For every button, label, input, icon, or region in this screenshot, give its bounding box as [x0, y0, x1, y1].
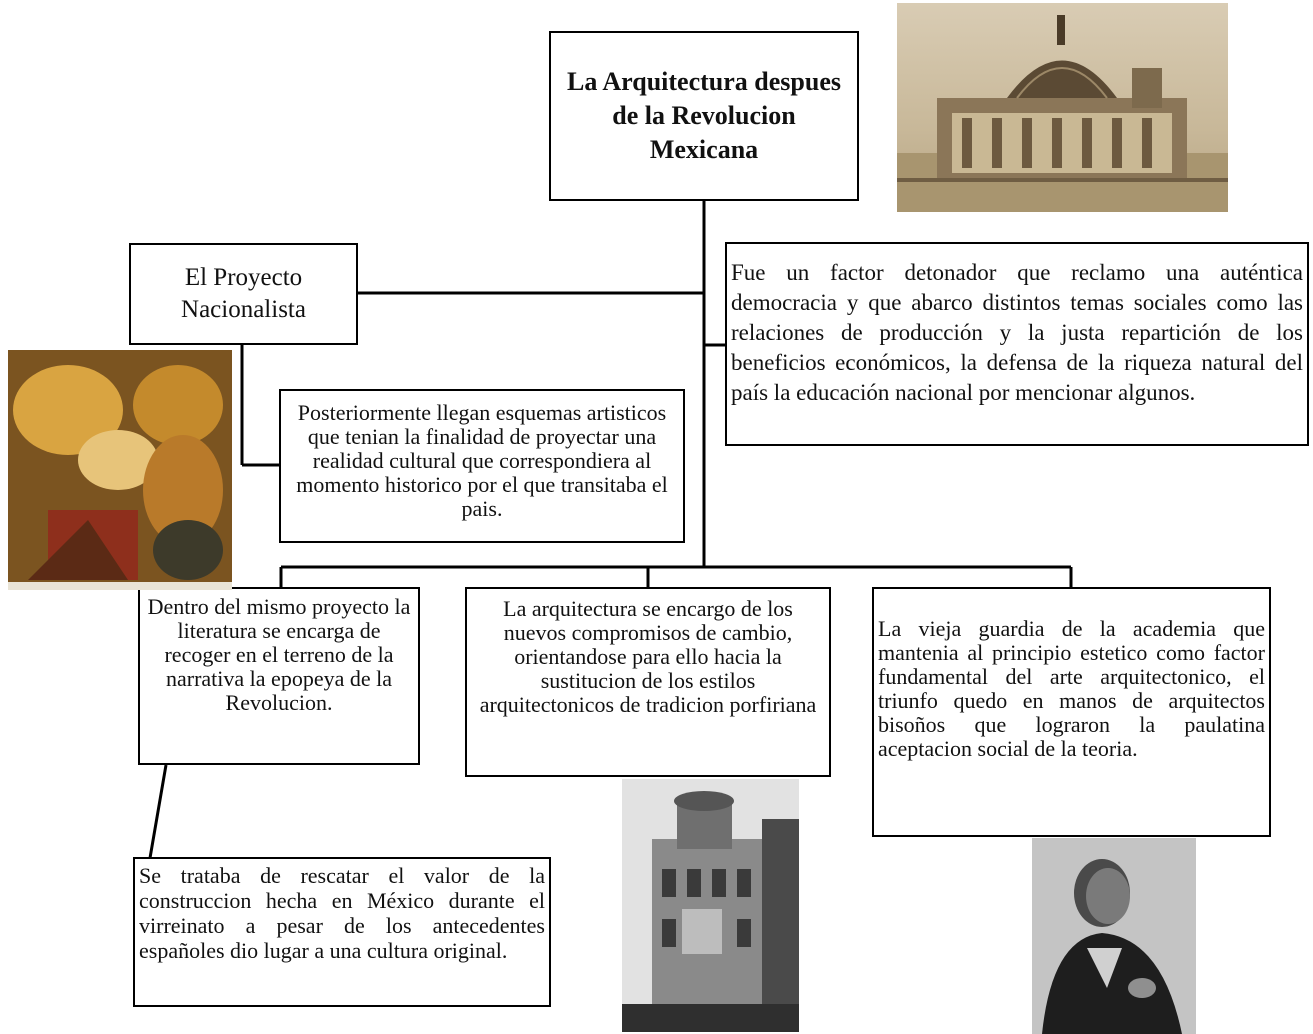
revolution-factor-box: Fue un factor detonador que reclamo una …	[725, 242, 1309, 446]
bellas-artes-photo	[897, 3, 1228, 212]
artistic-schemes-box: Posteriormente llegan esquemas artistico…	[279, 389, 685, 543]
literature-box: Dentro del mismo proyecto la literatura …	[138, 587, 420, 765]
corner-building-photo	[622, 779, 799, 1032]
artistic-schemes-text: Posteriormente llegan esquemas artistico…	[296, 400, 668, 521]
architecture-box: La arquitectura se encargo de los nuevos…	[465, 587, 831, 777]
bellas-artes-illustration	[897, 15, 1228, 212]
building-illustration	[622, 779, 799, 1032]
title-box: La Arquitectura despues de la Revolucion…	[549, 31, 859, 201]
portrait-illustration	[1032, 838, 1196, 1034]
mural-illustration	[8, 350, 232, 590]
colonial-value-text: Se trataba de rescatar el valor de la co…	[139, 863, 545, 963]
mural-painting	[8, 350, 232, 590]
old-guard-box: La vieja guardia de la academia que mant…	[872, 587, 1271, 837]
nationalist-box: El Proyecto Nacionalista	[129, 243, 358, 345]
literature-text: Dentro del mismo proyecto la literatura …	[147, 594, 411, 715]
nationalist-label: El Proyecto Nacionalista	[181, 264, 306, 323]
colonial-value-box: Se trataba de rescatar el valor de la co…	[133, 857, 551, 1007]
revolution-factor-text: Fue un factor detonador que reclamo una …	[731, 260, 1303, 405]
diagram-title: La Arquitectura despues de la Revolucion…	[567, 67, 841, 164]
connector-to-colonial	[148, 764, 168, 859]
architect-portrait	[1032, 838, 1196, 1034]
old-guard-text: La vieja guardia de la academia que mant…	[878, 616, 1265, 761]
architecture-text: La arquitectura se encargo de los nuevos…	[479, 596, 817, 717]
